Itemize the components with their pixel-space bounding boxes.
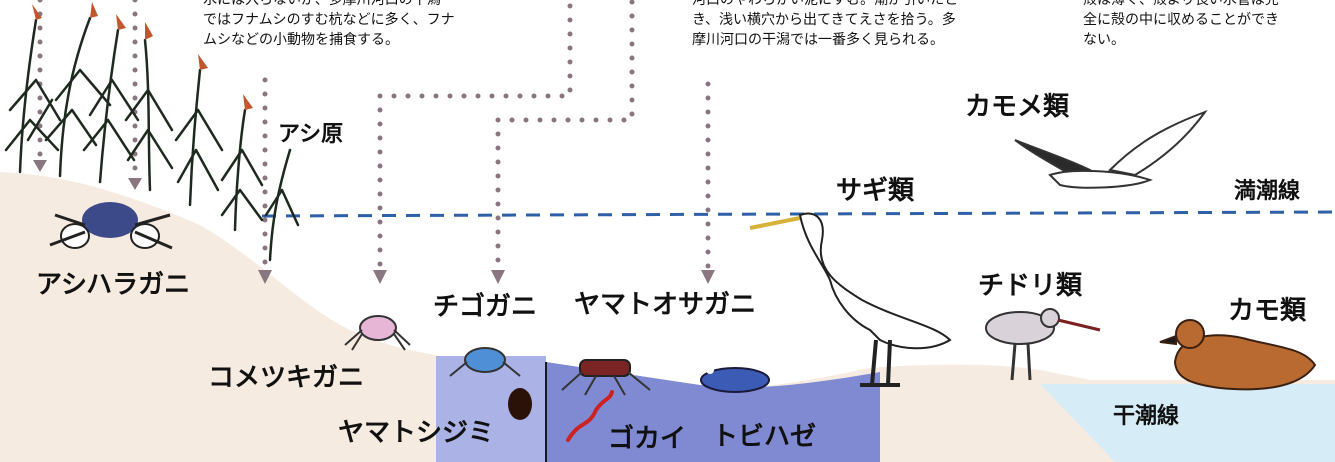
kometsuki-crab-illustration <box>344 315 411 351</box>
label-ashihara-crab: アシハラガニ <box>36 270 191 300</box>
pointer-arrowheads <box>33 160 715 284</box>
label-yamato-clam: ヤマトシジミ <box>338 418 495 448</box>
label-low-tide-line: 干潮線 <box>1113 404 1180 429</box>
pointer-lines <box>37 0 711 271</box>
description-left: 水には入らないが、多摩川河口の干潟 ではフナムシのすむ杭などに多く、フナ ムシな… <box>203 0 455 48</box>
description-right: 殻は薄く、殻より長い水管は完 全に殻の中に収めることができ ない。 <box>1083 0 1279 48</box>
label-mudskipper: トビハゼ <box>712 422 817 452</box>
label-ragworm: ゴカイ <box>608 424 687 454</box>
chigo-crab-illustration <box>449 347 521 377</box>
label-chigo-crab: チゴガニ <box>433 292 538 322</box>
label-egret: サギ類 <box>836 176 915 206</box>
yamato-clam-illustration <box>508 388 532 420</box>
plover-illustration <box>985 308 1101 381</box>
pointer-chigo <box>495 0 635 271</box>
ragworm-mud-panel <box>546 362 880 462</box>
label-duck: カモ類 <box>1228 296 1307 326</box>
high-tide-dashed-line <box>261 210 1335 218</box>
pointer-kometsuki <box>377 0 573 271</box>
low-tide-water <box>1040 384 1335 462</box>
label-reed-bed: アシ原 <box>278 122 344 147</box>
mudskipper-illustration <box>700 366 770 393</box>
description-center: 河口のやわらかい泥にすむ。潮が引いたと き、浅い横穴から出てきてえさを拾う。多 … <box>692 0 959 48</box>
label-gull: カモメ類 <box>965 92 1070 122</box>
gull-illustration <box>1014 109 1208 189</box>
label-kometsuki-crab: コメツキガニ <box>208 363 365 393</box>
ashihara-crab-illustration <box>49 202 173 250</box>
reed-bed-illustration <box>4 16 300 262</box>
label-high-tide-line: 満潮線 <box>1234 179 1301 204</box>
label-yamato-osa-crab: ヤマトオサガニ <box>574 290 757 320</box>
duck-illustration <box>1159 319 1317 391</box>
sand-ground <box>0 172 1335 462</box>
yamato-osa-crab-illustration <box>561 359 651 396</box>
label-plover: チドリ類 <box>978 271 1083 301</box>
ragworm-illustration <box>566 390 614 442</box>
egret-illustration <box>749 212 952 387</box>
reed-tips <box>32 2 253 110</box>
